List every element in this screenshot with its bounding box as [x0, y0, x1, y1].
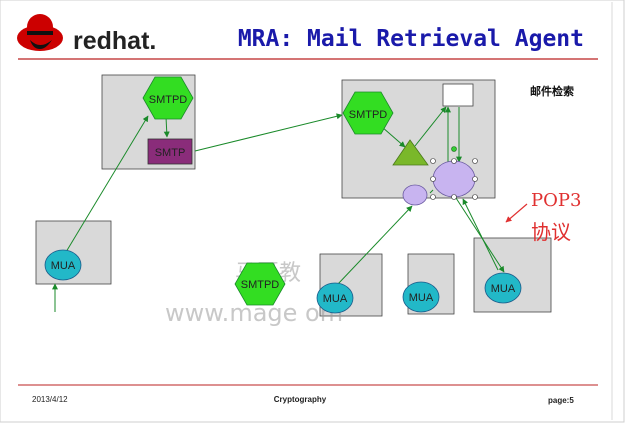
- footer-topic: Cryptography: [274, 395, 327, 404]
- smtpd-node-3: SMTPD: [234, 262, 286, 306]
- smtpd-node-2: SMTPD: [342, 91, 394, 135]
- arrow-smtpd-to-smtp: [163, 116, 170, 138]
- mua-label-3: MUA: [409, 292, 434, 304]
- link-mra-aux: [429, 189, 434, 194]
- selection-handles: [430, 158, 478, 200]
- callout-arrow: [505, 203, 528, 223]
- mailbox-ellipse: [402, 184, 428, 206]
- footer-date: 2013/4/12: [32, 395, 68, 404]
- mua-node-2: MUA: [316, 282, 354, 314]
- mda-triangle: [392, 139, 429, 166]
- mua-label-1: MUA: [51, 260, 76, 272]
- page-label: page:: [548, 396, 569, 405]
- mua-label-4: MUA: [491, 283, 516, 295]
- smtpd-label-1: SMTPD: [149, 94, 188, 106]
- smtp-node: SMTP: [147, 138, 193, 165]
- mail-retrieval-label: 邮件检索: [530, 84, 574, 98]
- page-number: 5: [569, 396, 574, 405]
- mua-node-3: MUA: [402, 281, 440, 313]
- slide-title: MRA: Mail Retrieval Agent: [238, 26, 584, 52]
- arrow-mua2-to-server: [337, 205, 413, 285]
- mra-node: [430, 146, 478, 200]
- mua-label-2: MUA: [323, 293, 348, 305]
- arrow-mda-to-mailbox: [414, 106, 447, 147]
- shadowman-icon: [17, 14, 63, 51]
- redhat-logo: redhat.: [17, 14, 156, 55]
- rotation-handle: [451, 146, 457, 152]
- smtpd-node-1: SMTPD: [142, 76, 194, 120]
- arrow-mra-to-mua4: [455, 197, 505, 273]
- arrow-mua4-to-mra: [462, 198, 499, 271]
- smtpd-label-2: SMTPD: [349, 109, 388, 121]
- arrow-smtp-to-remote-smtpd: [194, 113, 343, 152]
- mua-node-4: MUA: [484, 272, 522, 304]
- mua-node-1: MUA: [44, 249, 82, 281]
- arrow-smtpd-to-mda: [381, 126, 406, 148]
- smtpd-label-3: SMTPD: [241, 279, 280, 291]
- brand-wordmark: redhat.: [73, 27, 156, 55]
- mailbox-storage-box: [442, 83, 474, 107]
- protocol-label: 协议: [531, 220, 571, 244]
- flow-arrows: [52, 106, 505, 312]
- arrow-mua-to-smtpd: [65, 115, 149, 253]
- smtp-label: SMTP: [155, 147, 186, 159]
- pop3-label: POP3: [531, 190, 581, 211]
- footer-page: page:5: [548, 396, 574, 405]
